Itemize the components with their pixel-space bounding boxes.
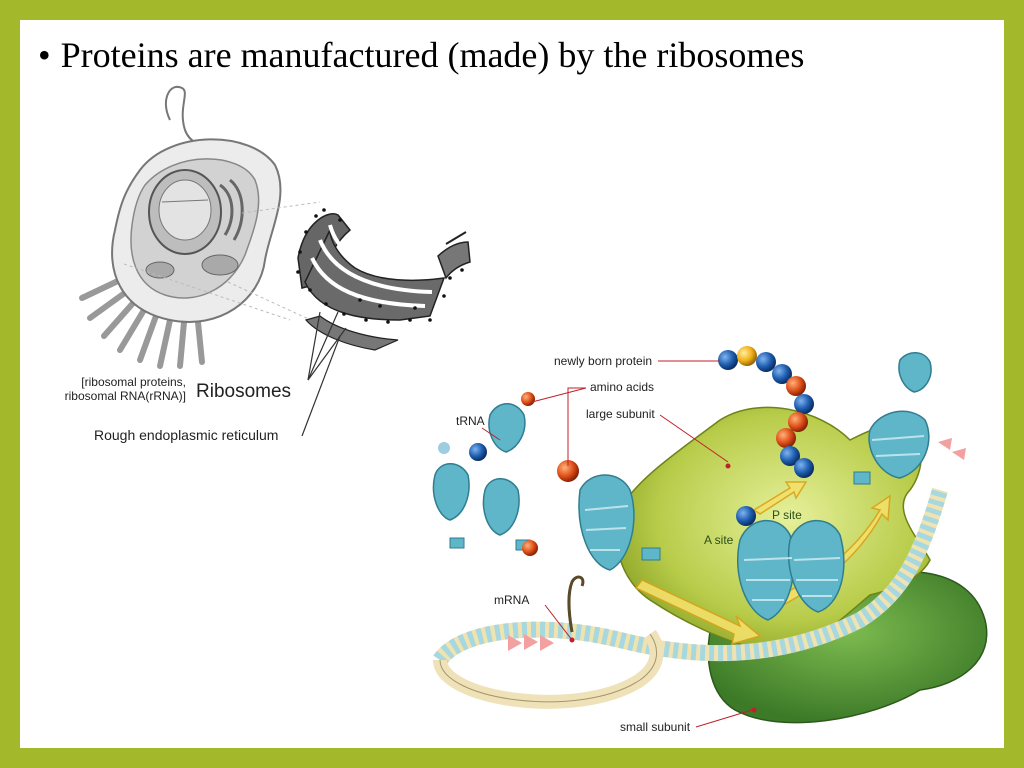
- ribosome-note-line1: [ribosomal proteins,: [81, 375, 186, 389]
- label-amino-acids: amino acids: [590, 380, 654, 394]
- rough-er-diagram: [296, 208, 471, 351]
- protein-chain: [718, 346, 814, 478]
- label-small-subunit: small subunit: [620, 720, 691, 734]
- label-p-site: P site: [772, 508, 802, 522]
- mrna-strand: [433, 438, 966, 709]
- title-text: Proteins are manufactured (made) by the …: [60, 35, 805, 75]
- trna-molecules: [432, 352, 932, 621]
- ribosomes-label: Ribosomes: [196, 381, 291, 402]
- label-mrna: mRNA: [494, 593, 529, 607]
- cell-labels: [ribosomal proteins, ribosomal RNA(rRNA)…: [65, 375, 291, 443]
- cell-diagram: [79, 85, 351, 369]
- label-large-subunit: large subunit: [586, 407, 655, 421]
- label-newly-born-protein: newly born protein: [554, 354, 652, 368]
- label-trna: tRNA: [456, 414, 485, 428]
- slide: •Proteins are manufactured (made) by the…: [20, 20, 1004, 748]
- rough-er-label: Rough endoplasmic reticulum: [94, 427, 278, 443]
- ribosome-pointers: [301, 311, 347, 437]
- translation-diagram: newly born protein amino acids large sub…: [432, 346, 988, 734]
- figure-canvas: [ribosomal proteins, ribosomal RNA(rRNA)…: [65, 85, 988, 734]
- bullet: •: [38, 35, 51, 75]
- ribosome-note-line2: ribosomal RNA(rRNA)]: [65, 389, 186, 403]
- slide-title: •Proteins are manufactured (made) by the…: [38, 34, 804, 76]
- label-a-site: A site: [704, 533, 734, 547]
